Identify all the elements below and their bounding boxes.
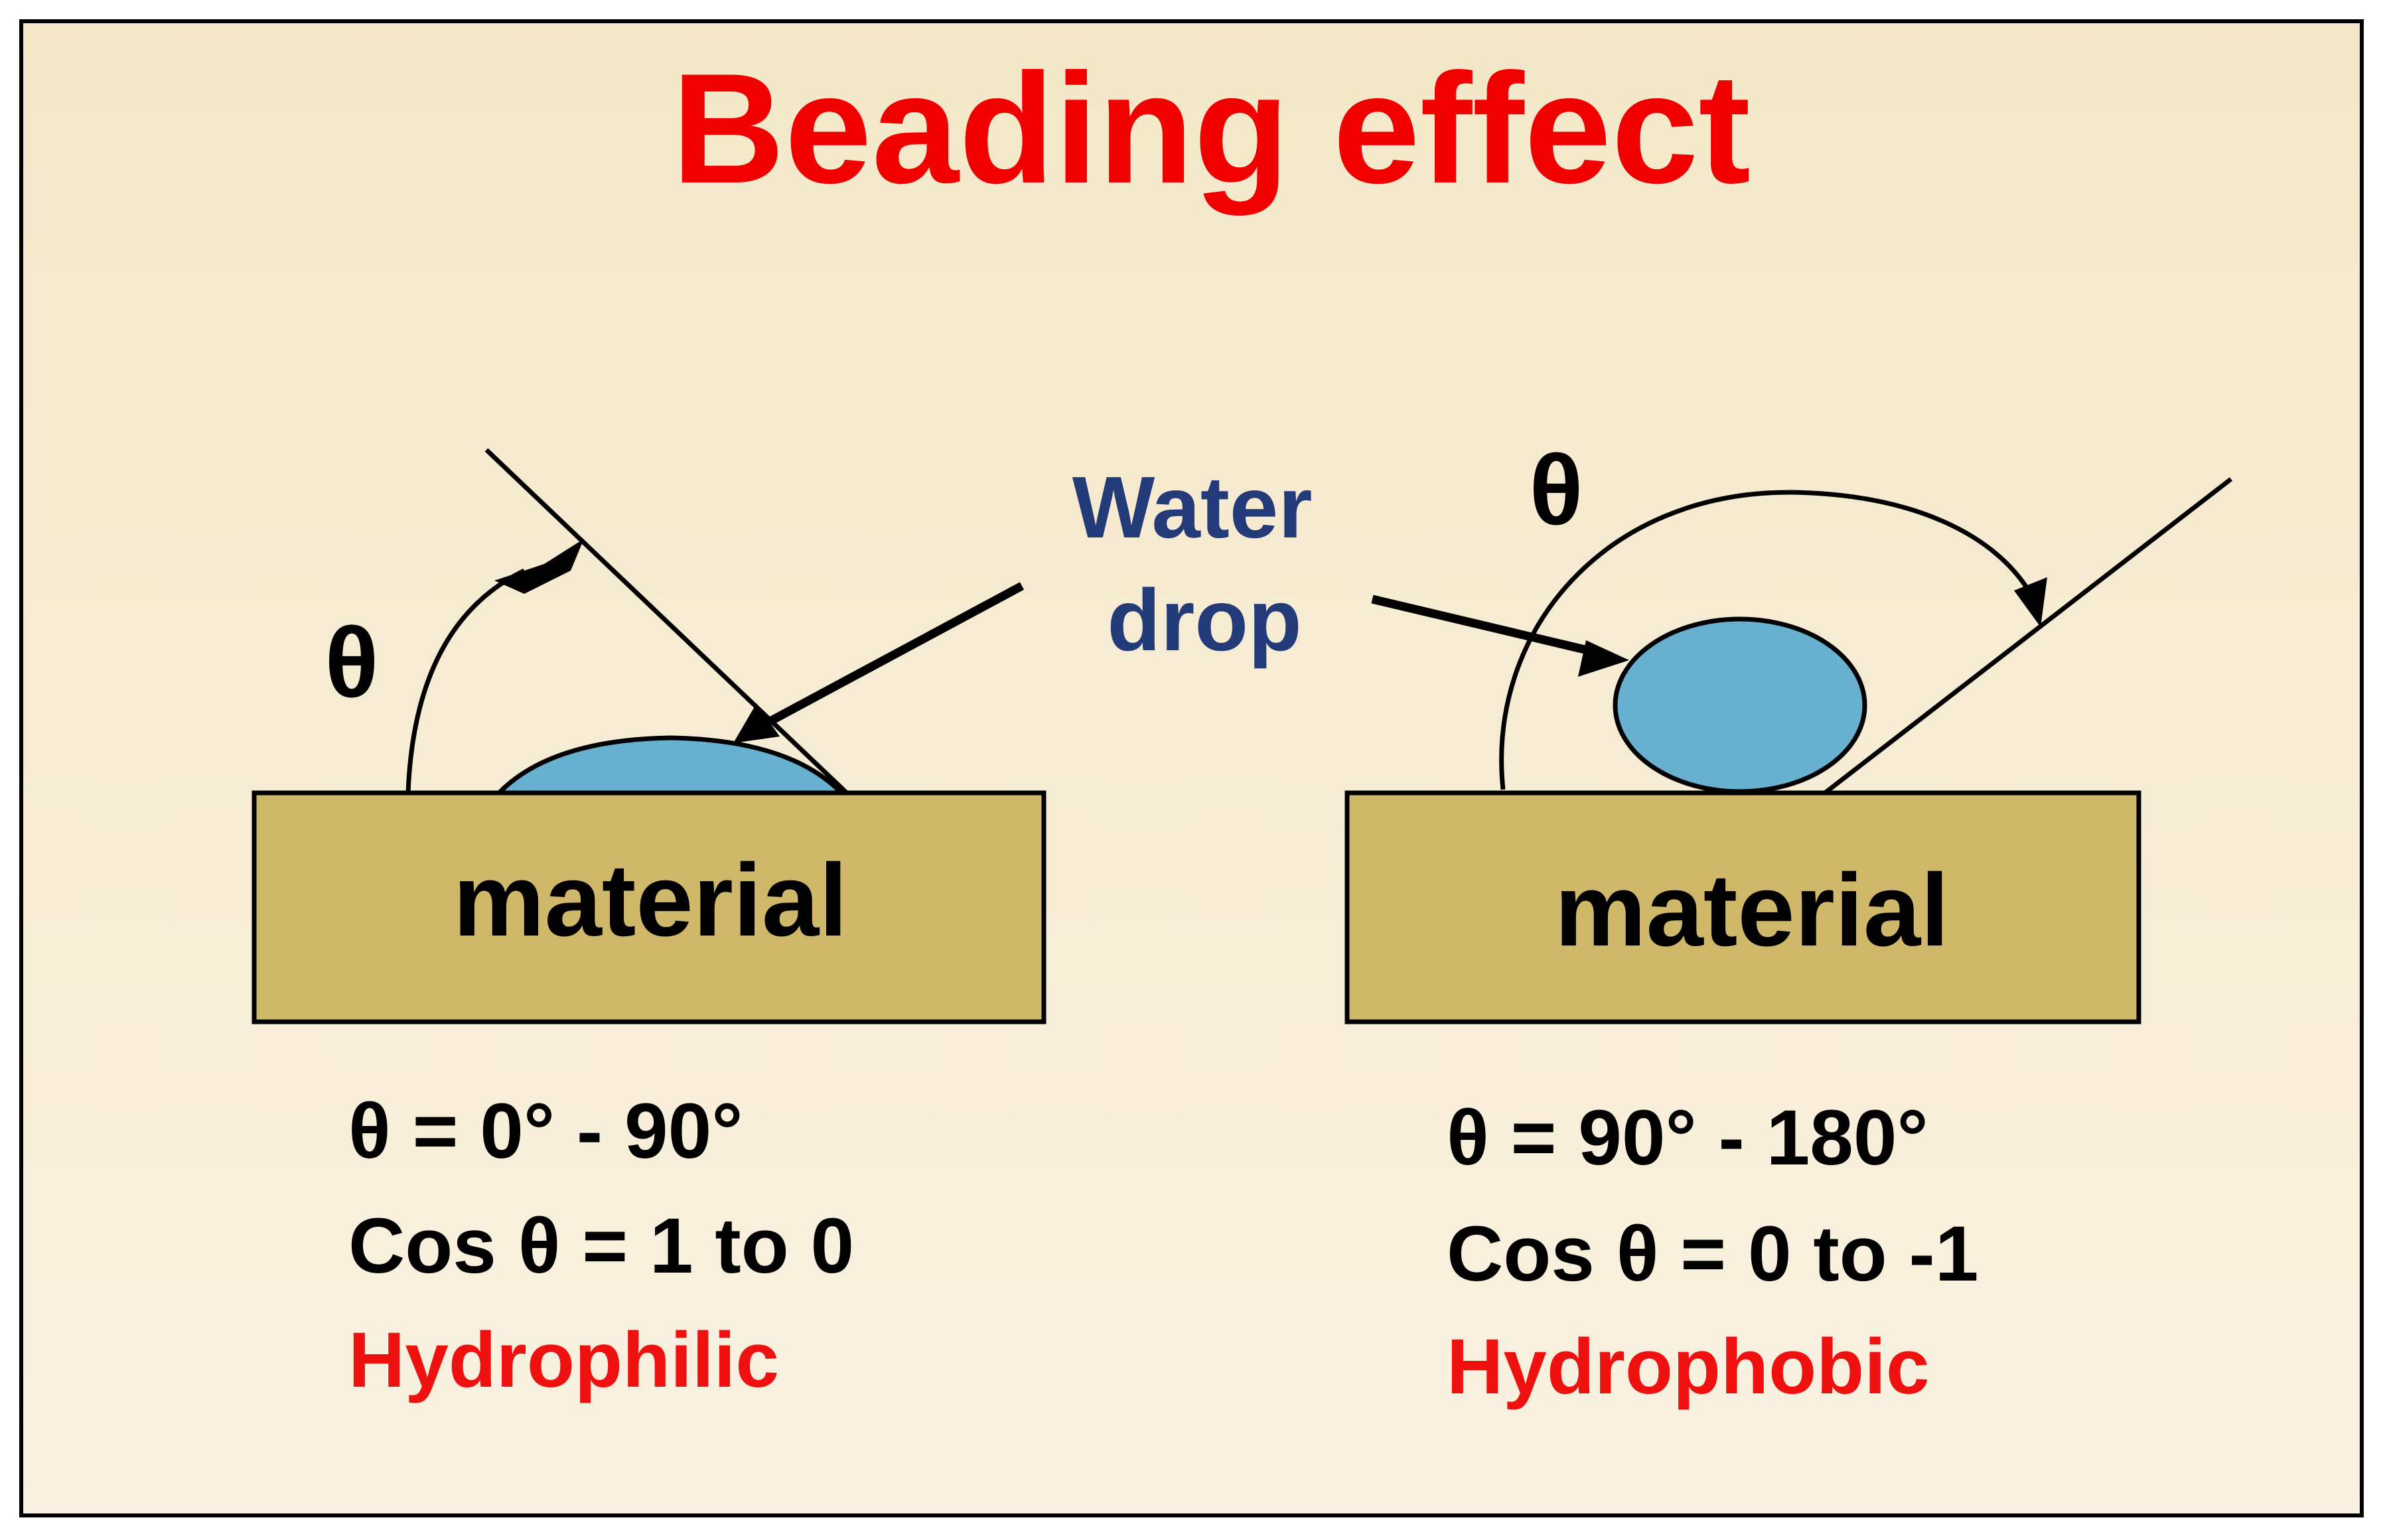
water-drop-label-line-1: Water [1072, 458, 1313, 556]
left-material-label: material [453, 843, 848, 957]
left-classification: Hydrophilic [348, 1316, 779, 1404]
right-theta-symbol: θ [1529, 434, 1583, 545]
left-theta-symbol: θ [325, 606, 378, 718]
right-angle-range: θ = 90° - 180° [1447, 1094, 1928, 1182]
right-angle-arrow-icon [2014, 577, 2047, 627]
left-panel: material θ θ = 0° - 90° Cos θ = 1 to 0 H… [252, 448, 1047, 1404]
left-angle-arrow-icon [494, 539, 584, 594]
right-angle-arc [1499, 490, 2033, 790]
left-angle-range: θ = 0° - 90° [348, 1087, 743, 1175]
water-drop-label: Water drop [1072, 458, 1337, 669]
left-drop-pointer-line [764, 582, 1025, 727]
right-classification: Hydrophobic [1447, 1323, 1930, 1411]
left-drop-pointer-arrowhead-icon [733, 703, 780, 743]
right-panel: material θ θ = 90° - 180° Cos θ = 0 to -… [1344, 434, 2233, 1411]
right-drop-pointer-arrowhead-icon [1578, 640, 1629, 677]
right-material-label: material [1555, 853, 1950, 967]
left-angle-arc [405, 568, 526, 794]
right-tangent-line [1823, 477, 2233, 795]
diagram-frame [19, 19, 2364, 1517]
left-water-drop [493, 735, 847, 796]
left-material-block [252, 790, 1047, 1024]
left-tangent-line [484, 448, 849, 795]
left-cos-range: Cos θ = 1 to 0 [348, 1202, 854, 1290]
right-cos-range: Cos θ = 0 to -1 [1447, 1210, 1978, 1298]
diagram-title: Beading effect [672, 41, 1751, 216]
right-drop-pointer-line [1371, 595, 1597, 657]
water-drop-label-line-2: drop [1107, 571, 1301, 669]
right-water-drop [1613, 616, 1867, 794]
